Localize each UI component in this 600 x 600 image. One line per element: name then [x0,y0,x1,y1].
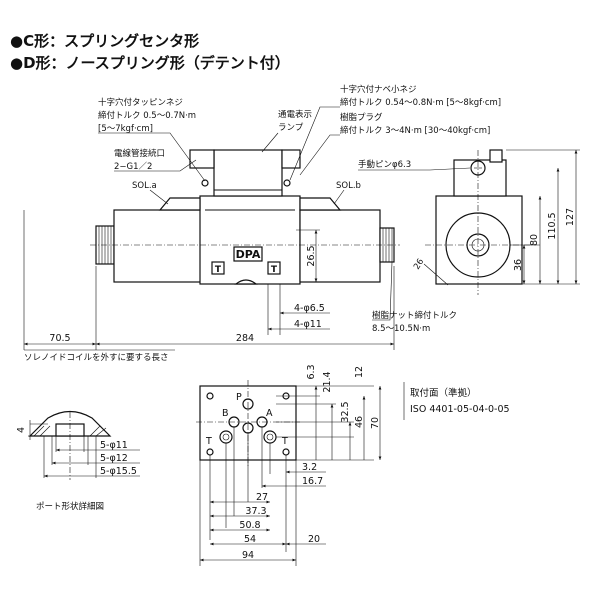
bolt-hole [206,448,214,456]
resin-plug-label-1: 樹脂プラグ [340,112,383,123]
terminal-mark-left: T [215,265,222,275]
tap-screw-icon [201,179,209,187]
bolt-hole [282,448,290,456]
dim-20: 20 [308,534,320,545]
port-detail: 4 5-φ11 5-φ12 5-φ15.5 ポート形状詳細図 [16,410,140,512]
resin-nut-label-1: 樹脂ナット締付トルク [372,310,457,321]
solenoid-a-body [113,209,203,283]
pan-screw-icon [283,179,291,187]
terminal-mark-right: T [271,265,278,275]
dim-4: 4 [16,427,27,433]
header-d-type: ●D形：ノースプリング形（デテント付） [10,54,290,72]
dim-284: 284 [236,333,254,344]
mounting-standard-box: 取付面（準拠） ISO 4401-05-04-0-05 [403,382,510,420]
side-view: 手動ピンφ6.3 26 樹脂ナット締付トルク 8.5〜10.5N·m 127 1… [358,149,580,334]
port-detail-label: ポート形状詳細図 [36,501,104,512]
sol-b-label: SOL.b [336,181,361,191]
port-label-t-left: T [205,436,212,447]
dim-80: 80 [529,234,540,246]
port-label-t-right: T [281,436,288,447]
dim-70: 70 [370,417,381,429]
tap-screw-label-2: 締付トルク 0.5〜0.7N·m [98,110,196,121]
dim-70-5: 70.5 [49,333,70,344]
dim-27: 27 [256,492,268,503]
mounting-surface: P A B T T 6.3 21.4 32.5 12 46 70 [196,364,382,566]
conduit-port-left [189,149,215,169]
conduit-label-2: 2−G1／2 [114,162,152,172]
dim-5-phi-12: 5-φ12 [100,453,128,464]
sol-a-label: SOL.a [132,181,157,191]
port-label-a: A [266,408,273,419]
dim-32-5: 32.5 [340,401,351,422]
brand-label: DPA [236,248,261,261]
dim-26: 26 [412,257,426,271]
lamp-label-1: 通電表示 [278,109,312,120]
manual-button [234,279,258,285]
dim-94: 94 [242,550,254,561]
dim-21-4: 21.4 [322,371,333,392]
pan-screw-label-2: 締付トルク 0.54〜0.8N·m [5〜8kgf·cm] [340,97,501,108]
dim-110-5: 110.5 [547,212,558,239]
dim-127: 127 [565,208,576,226]
bolt-hole [206,392,214,400]
conduit-label-1: 電線管接続口 [114,148,165,159]
lamp-label-2: ランプ [278,123,304,133]
header-c-type: ●C形：スプリングセンタ形 [10,32,200,50]
dim-4-phi-6-5: 4-φ6.5 [294,303,325,314]
port-label-p: P [236,392,242,403]
mounting-title: 取付面（準拠） [410,387,477,399]
brand-plate [233,246,263,262]
port-label-b: B [222,408,229,419]
resin-plug-label-2: 締付トルク 3〜4N·m [30〜40kgf·cm] [340,125,490,136]
dim-16-7: 16.7 [302,476,323,487]
terminal-box [213,149,283,197]
dim-46: 46 [354,416,365,428]
dim-12: 12 [354,366,365,378]
dim-5-phi-11: 5-φ11 [100,440,128,451]
dim-3-2: 3.2 [302,462,317,473]
pan-screw-label-1: 十字穴付ナベ小ネジ [340,84,417,95]
dim-26-5: 26.5 [306,245,317,266]
mounting-standard: ISO 4401-05-04-0-05 [410,404,510,415]
tap-screw-label-3: [5〜7kgf·cm] [98,124,153,134]
dim-50-8: 50.8 [239,520,260,531]
tap-screw-label-1: 十字穴付タッピンネジ [98,97,183,108]
front-view: DPA T T 26.5 4-φ6.5 4-φ11 70.5 284 ソレノイド… [23,84,501,363]
dim-36: 36 [513,259,524,271]
dim-5-phi-15-5: 5-φ15.5 [100,466,137,477]
dim-6-3: 6.3 [306,364,317,379]
dim-54: 54 [244,534,256,545]
resin-nut-label-2: 8.5〜10.5N·m [372,324,430,334]
coil-removal-note: ソレノイドコイルを外すに要する長さ [24,352,169,363]
dim-37-3: 37.3 [245,506,266,517]
dim-4-phi-11: 4-φ11 [294,319,322,330]
manual-pin-label: 手動ピンφ6.3 [358,159,411,170]
conduit-port-right [281,149,301,169]
